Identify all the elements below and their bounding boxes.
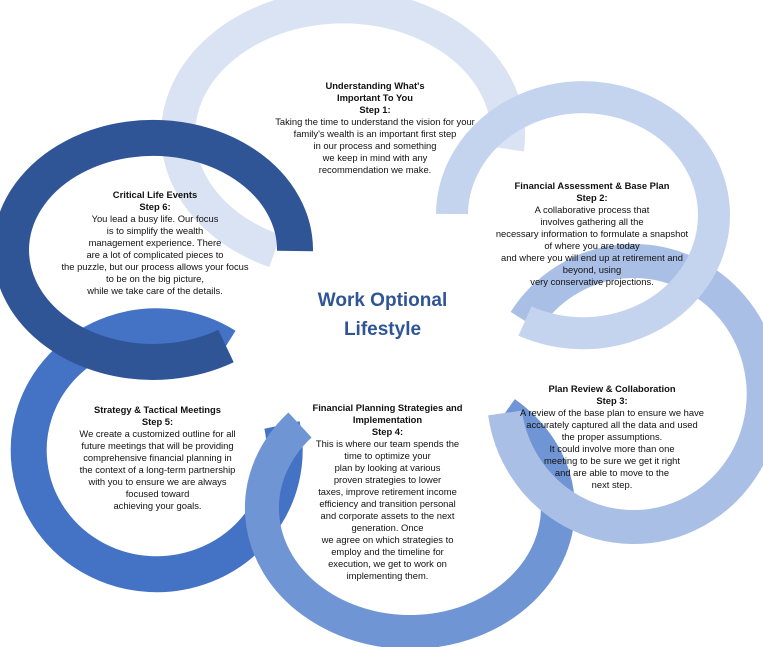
- ring-step-1: [161, 0, 526, 268]
- ring-step-2: [436, 81, 730, 350]
- step-3-text: Plan Review & Collaboration Step 3: A re…: [502, 383, 722, 491]
- step-5-title: Strategy & Tactical Meetings: [94, 404, 221, 415]
- step-5-text: Strategy & Tactical Meetings Step 5: We …: [45, 404, 270, 512]
- ring-step-6: [0, 119, 314, 380]
- step-2-number: Step 2:: [576, 192, 608, 203]
- step-3-title: Plan Review & Collaboration: [548, 383, 676, 394]
- step-5-number: Step 5:: [141, 416, 174, 427]
- step-2-text: Financial Assessment & Base Plan Step 2:…: [478, 180, 706, 288]
- ring-step-3: [488, 244, 763, 544]
- step-1-body: Taking the time to understand the vision…: [275, 116, 475, 175]
- step-3-number: Step 3:: [596, 395, 628, 406]
- step-4-text: Financial Planning Strategies and Implem…: [300, 402, 475, 582]
- step-6-text: Critical Life Events Step 6: You lead a …: [45, 189, 265, 297]
- step-4-number: Step 4:: [371, 426, 404, 437]
- step-1-text: Understanding What's Important To You St…: [255, 80, 495, 176]
- step-6-body: You lead a busy life. Our focus is to si…: [61, 213, 249, 296]
- step-5-body: We create a customized outline for all f…: [79, 428, 236, 511]
- step-2-body: A collaborative process that involves ga…: [495, 204, 689, 287]
- step-6-number: Step 6:: [139, 201, 171, 212]
- step-1-number: Step 1:: [359, 104, 391, 115]
- step-4-title: Financial Planning Strategies and Implem…: [312, 402, 463, 425]
- step-2-title: Financial Assessment & Base Plan: [514, 180, 670, 191]
- step-4-body: This is where our team spends the time t…: [315, 438, 460, 581]
- center-title: Work Optional Lifestyle: [317, 290, 448, 340]
- step-1-title: Understanding What's Important To You: [325, 80, 425, 103]
- step-6-title: Critical Life Events: [112, 189, 198, 200]
- step-3-body: A review of the base plan to ensure we h…: [520, 407, 704, 490]
